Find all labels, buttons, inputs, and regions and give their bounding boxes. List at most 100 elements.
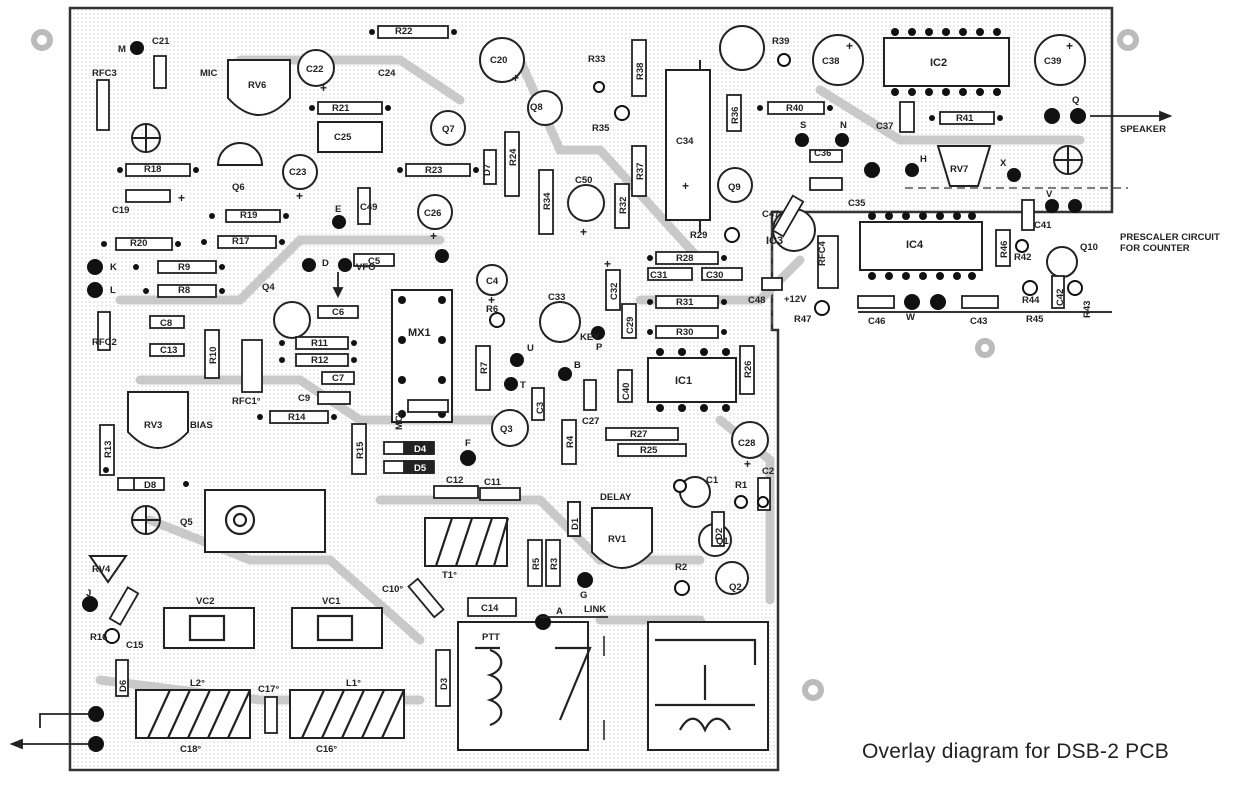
label-c: C8 — [160, 318, 172, 329]
label-c: C41 — [1034, 220, 1052, 231]
label-c: C9 — [298, 393, 310, 404]
label-r: R13 — [103, 441, 114, 458]
label-q: Q6 — [232, 182, 245, 193]
label-q: Q1 — [716, 536, 729, 547]
potentiometers — [88, 59, 992, 584]
label-r: R11 — [311, 338, 329, 349]
label-terminal: G — [580, 590, 587, 601]
label-ic: IC3 — [766, 235, 783, 247]
label-c: C18° — [180, 744, 201, 755]
label-r: R16 — [90, 632, 107, 643]
label-r: R6 — [486, 304, 498, 315]
label-q: Q8 — [530, 102, 543, 113]
label-c: C17° — [258, 684, 279, 695]
label-rv: RV7 — [950, 164, 968, 175]
label-r: R32 — [618, 197, 629, 214]
label-c: C6 — [332, 307, 344, 318]
svg-text:+: + — [320, 81, 327, 95]
svg-text:+: + — [580, 225, 587, 239]
label-r: R20 — [130, 238, 147, 249]
label-l: L1° — [346, 678, 361, 689]
label-c: C15 — [126, 640, 144, 651]
label-terminal: M — [118, 44, 126, 55]
label-c: C30 — [706, 270, 723, 281]
label-c: C28 — [738, 438, 755, 449]
svg-text:+: + — [1066, 39, 1073, 53]
label-ic: MX1 — [408, 327, 431, 339]
label-r: R27 — [630, 429, 647, 440]
label-terminal: L — [110, 285, 116, 296]
label-mcl: MCL — [394, 409, 405, 430]
label-c: C25 — [334, 132, 352, 143]
label-r: R40 — [786, 103, 803, 114]
label-terminal: D — [322, 258, 329, 269]
label-terminal: V — [1046, 189, 1053, 200]
electrolytic-capacitors — [282, 25, 1086, 508]
label-terminal: Q — [1072, 95, 1079, 106]
label-r: R33 — [588, 54, 605, 65]
label-q: Q2 — [729, 582, 742, 593]
label-d: D8 — [144, 480, 156, 491]
label-r: R45 — [1026, 314, 1044, 325]
label-r: R9 — [178, 262, 190, 273]
label-c: C12 — [446, 475, 463, 486]
label-c: C2 — [762, 466, 774, 477]
label-c: C37 — [876, 121, 893, 132]
label-rv: RV6 — [248, 80, 266, 91]
label-q: Q9 — [728, 182, 741, 193]
label-c: C29 — [625, 317, 636, 334]
svg-text:+: + — [178, 191, 185, 205]
solder-pads — [101, 29, 1003, 487]
label-c: C34 — [676, 136, 694, 147]
label-rfc: RFC2 — [92, 337, 117, 348]
label-r: R3 — [549, 558, 560, 570]
label-terminal: E — [335, 204, 341, 215]
label-rfc: RFC4 — [817, 240, 828, 266]
label-r: R8 — [178, 285, 190, 296]
label-c: C43 — [970, 316, 987, 327]
label-c: C42 — [1055, 289, 1066, 306]
label-rfc: RFC3 — [92, 68, 117, 79]
label-r: R12 — [311, 355, 328, 366]
diagram-caption: Overlay diagram for DSB-2 PCB — [862, 740, 1169, 763]
label-vfo: VFO — [356, 262, 376, 273]
label-r: R38 — [635, 63, 646, 80]
label-c: C24 — [378, 68, 396, 79]
label-l: L2° — [190, 678, 205, 689]
label-c: C11 — [484, 477, 502, 488]
svg-text:+: + — [512, 71, 519, 85]
label-q: Q4 — [262, 282, 275, 293]
label-terminal: N — [840, 120, 847, 131]
label-c: C35 — [848, 198, 866, 209]
label-r: R41 — [956, 113, 974, 124]
label-c: C21 — [152, 36, 170, 47]
label-c: C40 — [621, 383, 632, 400]
svg-text:+: + — [604, 257, 611, 271]
label-q: Q7 — [442, 124, 455, 135]
label-ic: IC1 — [675, 375, 692, 387]
svg-text:+: + — [488, 293, 495, 307]
label-terminal: K — [110, 262, 117, 273]
label-d: D4 — [414, 444, 427, 455]
label-mic: MIC — [200, 68, 218, 79]
label-r: R5 — [531, 557, 542, 570]
label-vc: VC2 — [196, 596, 214, 607]
label-c: C4 — [486, 276, 499, 287]
label-c: C23 — [289, 167, 306, 178]
label-c: C16° — [316, 744, 337, 755]
label-terminal: B — [574, 360, 581, 371]
label-c: C7 — [332, 373, 344, 384]
label-t: T1° — [442, 570, 457, 581]
label-c: C39 — [1044, 56, 1061, 67]
label-d: D5 — [414, 463, 427, 474]
label-r: R39 — [772, 36, 789, 47]
label-c: C26 — [424, 208, 441, 219]
transistors — [216, 90, 1078, 595]
label-r: R23 — [425, 165, 442, 176]
label-c: C13 — [160, 345, 177, 356]
label-c: C36 — [814, 148, 831, 159]
label-r: R14 — [288, 412, 306, 423]
label-r: R30 — [676, 327, 693, 338]
label-r: R24 — [508, 148, 519, 166]
ic-chips — [391, 37, 1010, 423]
